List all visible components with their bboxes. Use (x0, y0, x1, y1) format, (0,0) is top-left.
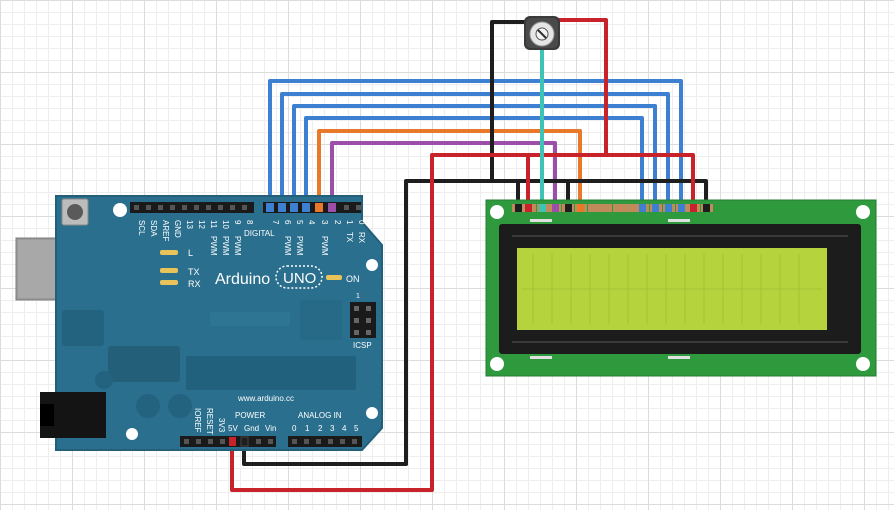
label-vin: Vin (265, 424, 276, 433)
digital-header-left (130, 202, 254, 213)
label-p5: 5 (295, 220, 304, 225)
lcd-character-grid (522, 254, 822, 324)
label-aref: AREF (161, 220, 170, 241)
label-p4: 4 (307, 220, 316, 225)
label-gnd: GND (173, 220, 182, 238)
power-header (180, 436, 276, 447)
led-label-tx: TX (188, 267, 200, 277)
arduino-logo: Arduino (215, 271, 270, 288)
label-gnd-power: Gnd (244, 424, 259, 433)
analog-pin-5: 5 (354, 424, 359, 433)
label-digital: DIGITAL (244, 229, 275, 238)
icsp-header (350, 302, 376, 338)
label-5v: 5V (228, 424, 238, 433)
wire-pot-gnd (490, 20, 532, 183)
label-3v3: 3V3 (217, 418, 226, 433)
label-pwm-11: PWM (209, 236, 218, 256)
power-title: POWER (235, 411, 265, 420)
label-p13: 13 (185, 220, 194, 229)
led-label-rx: RX (188, 279, 201, 289)
label-p8: 8 (245, 220, 254, 225)
label-reset: RESET (205, 408, 214, 435)
wire-gnd-bus (404, 179, 708, 466)
wire-d7-db7 (268, 79, 683, 210)
analog-pin-4: 4 (342, 424, 347, 433)
label-ioref: IOREF (193, 408, 202, 433)
label-p2: 2 (333, 220, 342, 225)
label-pwm-9: PWM (233, 236, 242, 256)
label-p11: 11 (209, 220, 218, 229)
label-p7: 7 (271, 220, 280, 225)
icsp-label: ICSP (353, 341, 372, 350)
label-p6: 6 (283, 220, 292, 225)
analog-pin-1: 1 (305, 424, 310, 433)
lcd-16x2-module (485, 199, 877, 377)
wire-d6-db6 (280, 92, 670, 210)
website-label: www.arduino.cc (237, 394, 294, 403)
wires (230, 18, 708, 492)
label-tx-pin: TX (345, 232, 354, 243)
arduino-uno-board: SCL SDA AREF GND 13 12 11 10 9 8 7 6 5 4… (15, 195, 383, 451)
label-p12: 12 (197, 220, 206, 229)
wire-pot-vcc (551, 18, 608, 157)
analog-title: ANALOG IN (298, 411, 342, 420)
onboard-leds (160, 250, 342, 285)
label-pwm-10: PWM (221, 236, 230, 256)
led-label-on: ON (346, 274, 360, 284)
analog-pin-3: 3 (330, 424, 335, 433)
label-p3: 3 (320, 220, 329, 225)
label-sda: SDA (149, 220, 158, 237)
label-pwm-6: PWM (283, 236, 292, 256)
digital-header-right (263, 202, 361, 213)
wire-5v-bus (230, 153, 695, 492)
label-p0: 0 (357, 220, 366, 225)
label-pwm-3: PWM (320, 236, 329, 256)
label-scl: SCL (137, 220, 146, 236)
icsp-pin-one: 1 (356, 293, 360, 300)
label-pwm-5: PWM (295, 236, 304, 256)
label-rx-pin: RX (357, 232, 366, 244)
led-label-l: L (188, 248, 193, 258)
wire-d3-enable (317, 129, 582, 210)
label-p1: 1 (345, 220, 354, 225)
label-p10: 10 (221, 220, 230, 229)
label-p9: 9 (233, 220, 242, 225)
potentiometer (524, 16, 560, 50)
analog-pin-0: 0 (292, 424, 297, 433)
wire-d4-db4 (304, 116, 644, 210)
analog-pin-2: 2 (318, 424, 323, 433)
wire-d2-rs (330, 141, 557, 210)
analog-header (288, 436, 362, 447)
arduino-model: UNO (283, 270, 316, 287)
